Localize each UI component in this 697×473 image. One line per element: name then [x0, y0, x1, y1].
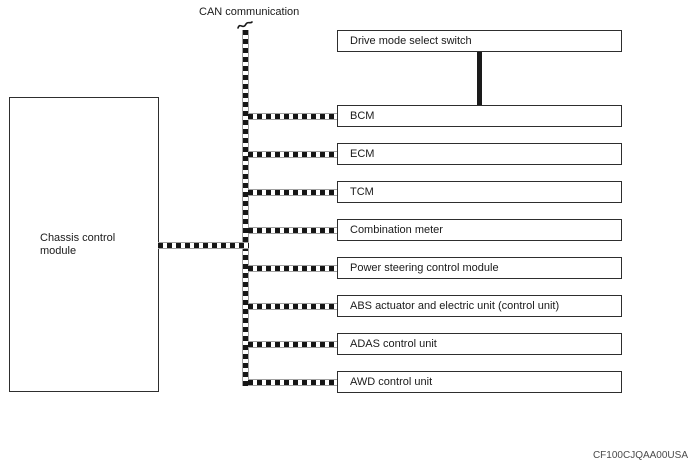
module-box-adas: ADAS control unit: [337, 333, 622, 355]
module-box-combination-meter: Combination meter: [337, 219, 622, 241]
module-box-ecm: ECM: [337, 143, 622, 165]
chassis-to-can-line: [158, 242, 249, 249]
module-label-ecm: ECM: [350, 148, 375, 160]
module-label-power-steering: Power steering control module: [350, 262, 499, 274]
chassis-control-module-label: Chassis control module: [40, 231, 116, 257]
module-box-power-steering: Power steering control module: [337, 257, 622, 279]
can-branch-line-adas: [248, 341, 337, 348]
module-label-bcm: BCM: [350, 110, 375, 122]
switch-to-bcm-wire: [477, 52, 482, 105]
module-box-awd: AWD control unit: [337, 371, 622, 393]
can-branch-line-awd: [248, 379, 337, 386]
module-label-combination-meter: Combination meter: [350, 224, 443, 236]
module-label-adas: ADAS control unit: [350, 338, 437, 350]
chassis-control-module-box: Chassis control module: [9, 97, 159, 392]
figure-code: CF100CJQAA00USA: [592, 450, 688, 461]
module-label-awd: AWD control unit: [350, 376, 433, 388]
module-box-abs-actuator: ABS actuator and electric unit (control …: [337, 295, 622, 317]
can-branch-line-abs-actuator: [248, 303, 337, 310]
module-label-tcm: TCM: [350, 186, 374, 198]
module-label-abs-actuator: ABS actuator and electric unit (control …: [350, 300, 560, 312]
can-branch-line-ecm: [248, 151, 337, 158]
can-branch-line-power-steering: [248, 265, 337, 272]
module-box-tcm: TCM: [337, 181, 622, 203]
can-branch-line-combination-meter: [248, 227, 337, 234]
can-branch-line-bcm: [248, 113, 337, 120]
line-break-mark-icon: [237, 21, 253, 29]
can-trunk-line: [242, 30, 249, 386]
can-communication-label: CAN communication: [199, 6, 300, 18]
drive-mode-select-switch-box: Drive mode select switch: [337, 30, 622, 52]
can-branch-line-tcm: [248, 189, 337, 196]
module-box-bcm: BCM: [337, 105, 622, 127]
drive-mode-select-switch-label: Drive mode select switch: [350, 35, 472, 47]
